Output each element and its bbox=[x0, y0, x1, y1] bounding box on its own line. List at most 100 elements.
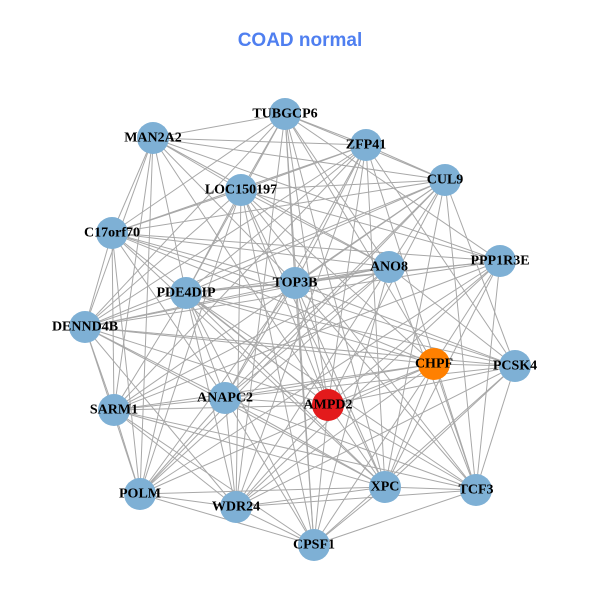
edge-ANAPC2-SARM1 bbox=[113, 397, 226, 411]
edge-AMPD2-CPSF1 bbox=[313, 404, 329, 546]
edge-MAN2A2-TOP3B bbox=[152, 137, 296, 284]
node-ANO8[interactable] bbox=[373, 251, 405, 283]
edge-LOC150197-CUL9 bbox=[240, 179, 446, 191]
node-ANAPC2[interactable] bbox=[209, 382, 241, 414]
node-SARM1[interactable] bbox=[98, 394, 130, 426]
edge-PDE4DIP-DENND4B bbox=[84, 292, 187, 328]
edge-CUL9-POLM bbox=[139, 179, 446, 495]
edge-PCSK4-WDR24 bbox=[235, 365, 516, 508]
node-label-ANO8: ANO8 bbox=[370, 260, 408, 275]
edge-ANAPC2-CPSF1 bbox=[224, 397, 315, 546]
node-label-AMPD2: AMPD2 bbox=[304, 398, 353, 413]
edge-MAN2A2-POLM bbox=[139, 137, 154, 495]
edge-PDE4DIP-SARM1 bbox=[113, 292, 187, 411]
node-TOP3B[interactable] bbox=[279, 267, 311, 299]
edge-SARM1-XPC bbox=[113, 409, 386, 488]
edge-PCSK4-TCF3 bbox=[475, 365, 516, 491]
edge-MAN2A2-C17orf70 bbox=[111, 137, 154, 234]
node-ZFP41[interactable] bbox=[350, 129, 382, 161]
edge-ANO8-DENND4B bbox=[84, 266, 390, 328]
edge-PDE4DIP-PCSK4 bbox=[185, 292, 516, 367]
edge-PDE4DIP-AMPD2 bbox=[185, 292, 329, 406]
node-label-CPSF1: CPSF1 bbox=[293, 538, 335, 553]
node-label-TUBGCP6: TUBGCP6 bbox=[252, 107, 317, 122]
node-CHPF[interactable] bbox=[418, 348, 450, 380]
node-PDE4DIP[interactable] bbox=[170, 277, 202, 309]
edge-LOC150197-XPC bbox=[240, 189, 386, 488]
node-label-PDE4DIP: PDE4DIP bbox=[156, 286, 216, 301]
node-DENND4B[interactable] bbox=[69, 311, 101, 343]
node-POLM[interactable] bbox=[124, 478, 156, 510]
node-MAN2A2[interactable] bbox=[137, 122, 169, 154]
node-label-CUL9: CUL9 bbox=[427, 173, 464, 188]
node-WDR24[interactable] bbox=[220, 491, 252, 523]
edge-PPP1R3E-WDR24 bbox=[235, 260, 501, 508]
edge-TUBGCP6-XPC bbox=[284, 113, 386, 488]
edge-DENND4B-CHPF bbox=[84, 326, 435, 365]
edge-PDE4DIP-ANAPC2 bbox=[185, 292, 226, 399]
edge-C17orf70-POLM bbox=[111, 232, 141, 495]
edge-PPP1R3E-AMPD2 bbox=[327, 260, 501, 406]
node-C17orf70[interactable] bbox=[96, 217, 128, 249]
node-LOC150197[interactable] bbox=[225, 174, 257, 206]
edge-PPP1R3E-CHPF bbox=[433, 260, 501, 365]
edge-DENND4B-AMPD2 bbox=[84, 326, 329, 406]
edge-PDE4DIP-CHPF bbox=[185, 292, 435, 365]
edge-AMPD2-XPC bbox=[327, 404, 386, 488]
edge-MAN2A2-PDE4DIP bbox=[152, 137, 187, 294]
edge-TUBGCP6-AMPD2 bbox=[284, 113, 329, 406]
edge-AMPD2-TCF3 bbox=[327, 404, 477, 491]
edge-CHPF-WDR24 bbox=[235, 363, 435, 508]
node-AMPD2[interactable] bbox=[312, 389, 344, 421]
edge-C17orf70-TOP3B bbox=[111, 232, 296, 284]
node-TUBGCP6[interactable] bbox=[269, 98, 301, 130]
edge-C17orf70-ANAPC2 bbox=[111, 232, 226, 399]
node-CUL9[interactable] bbox=[429, 164, 461, 196]
edge-CUL9-DENND4B bbox=[84, 179, 446, 328]
edge-ZFP41-TCF3 bbox=[365, 144, 477, 491]
edge-LOC150197-ANO8 bbox=[240, 189, 390, 268]
edge-ANO8-SARM1 bbox=[113, 266, 390, 411]
edge-TOP3B-CPSF1 bbox=[294, 282, 315, 546]
node-label-MAN2A2: MAN2A2 bbox=[124, 131, 182, 146]
edge-MAN2A2-PPP1R3E bbox=[152, 137, 501, 262]
node-TCF3[interactable] bbox=[460, 474, 492, 506]
edge-C17orf70-DENND4B bbox=[84, 232, 113, 328]
edge-CUL9-ANO8 bbox=[388, 179, 446, 268]
edge-CHPF-TCF3 bbox=[433, 363, 477, 491]
node-label-PCSK4: PCSK4 bbox=[493, 359, 537, 374]
edge-C17orf70-CHPF bbox=[111, 232, 435, 365]
edge-TOP3B-TCF3 bbox=[294, 282, 477, 491]
edge-ANAPC2-AMPD2 bbox=[224, 397, 329, 406]
edge-C17orf70-ANO8 bbox=[111, 232, 390, 268]
node-label-DENND4B: DENND4B bbox=[52, 320, 118, 335]
chart-title: COAD normal bbox=[237, 30, 363, 51]
node-label-PPP1R3E: PPP1R3E bbox=[470, 254, 529, 269]
edge-TOP3B-AMPD2 bbox=[294, 282, 329, 406]
edge-LOC150197-TCF3 bbox=[240, 189, 477, 491]
edge-CHPF-ANAPC2 bbox=[224, 363, 435, 399]
edge-CHPF-POLM bbox=[139, 363, 435, 495]
edge-ANAPC2-XPC bbox=[224, 397, 386, 488]
edge-WDR24-TCF3 bbox=[235, 489, 477, 508]
node-XPC[interactable] bbox=[369, 471, 401, 503]
edge-CUL9-PCSK4 bbox=[444, 179, 516, 367]
edge-ZFP41-PDE4DIP bbox=[185, 144, 367, 294]
node-PCSK4[interactable] bbox=[499, 350, 531, 382]
edge-LOC150197-DENND4B bbox=[84, 189, 242, 328]
edge-TUBGCP6-C17orf70 bbox=[111, 113, 286, 234]
edge-TUBGCP6-MAN2A2 bbox=[152, 113, 286, 139]
edge-ANO8-ANAPC2 bbox=[224, 266, 390, 399]
node-CPSF1[interactable] bbox=[298, 529, 330, 561]
edge-TOP3B-ANAPC2 bbox=[224, 282, 296, 399]
edge-CUL9-AMPD2 bbox=[327, 179, 446, 406]
node-PPP1R3E[interactable] bbox=[484, 245, 516, 277]
edge-ANO8-WDR24 bbox=[235, 266, 390, 508]
node-label-LOC150197: LOC150197 bbox=[205, 183, 277, 198]
edge-MAN2A2-AMPD2 bbox=[152, 137, 329, 406]
node-label-ANAPC2: ANAPC2 bbox=[197, 391, 253, 406]
node-label-ZFP41: ZFP41 bbox=[346, 138, 386, 153]
edge-WDR24-XPC bbox=[235, 486, 386, 508]
